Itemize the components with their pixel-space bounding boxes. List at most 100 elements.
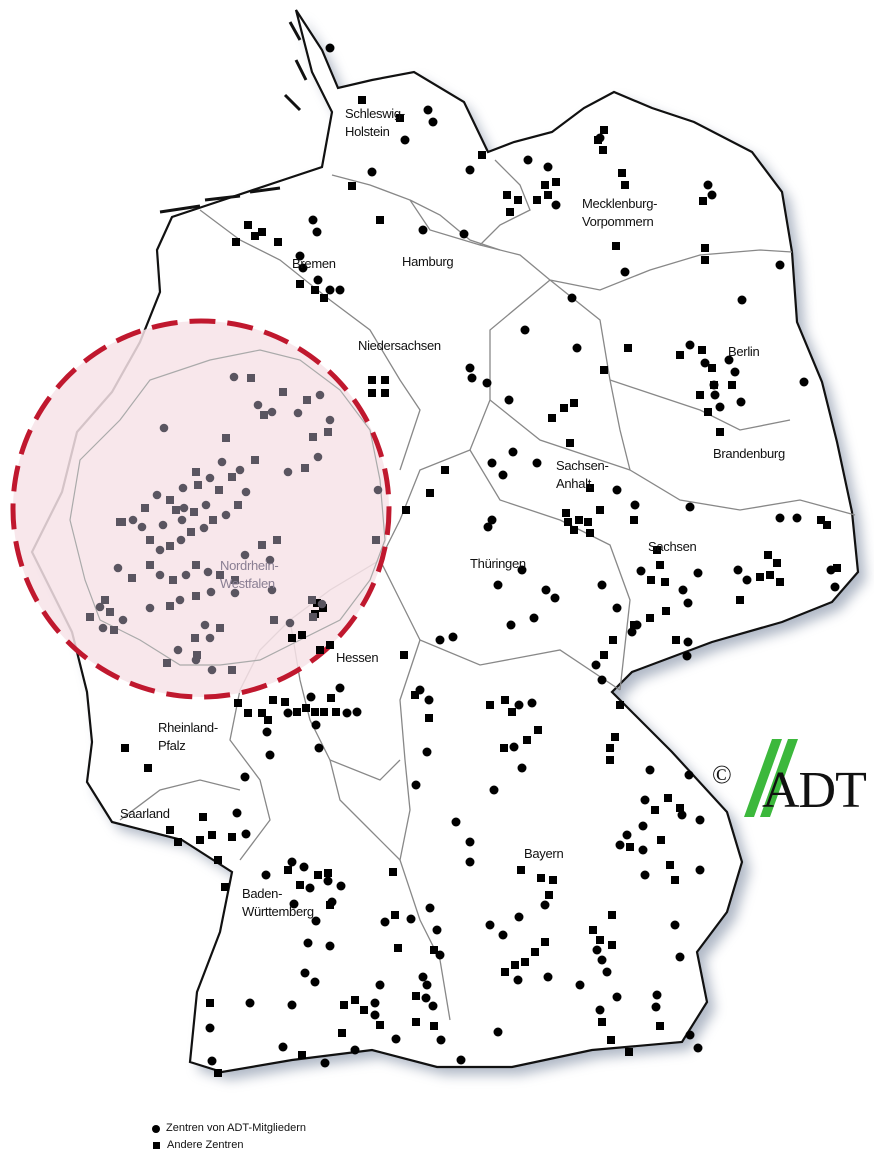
nrw-member-center-marker xyxy=(241,487,251,497)
other-center-marker xyxy=(298,1051,306,1059)
other-center-marker xyxy=(728,381,736,389)
other-center-marker xyxy=(296,280,304,288)
other-center-marker xyxy=(506,208,514,216)
member-center-marker xyxy=(391,1034,401,1044)
nrw-other-center-marker xyxy=(169,576,177,584)
other-center-marker xyxy=(552,178,560,186)
other-center-marker xyxy=(376,1021,384,1029)
other-center-marker xyxy=(511,961,519,969)
nrw-member-center-marker xyxy=(173,645,183,655)
member-center-marker xyxy=(459,229,469,239)
other-center-marker xyxy=(566,439,574,447)
member-center-marker xyxy=(465,165,475,175)
member-center-marker xyxy=(775,513,785,523)
member-center-marker xyxy=(306,692,316,702)
other-center-marker xyxy=(608,911,616,919)
region-label-line: Rheinland- xyxy=(158,720,218,735)
other-center-marker xyxy=(121,744,129,752)
region-label-line: Baden- xyxy=(242,886,282,901)
other-center-marker xyxy=(199,813,207,821)
member-center-marker xyxy=(305,883,315,893)
member-center-marker xyxy=(435,635,445,645)
member-center-marker xyxy=(350,1045,360,1055)
member-center-marker xyxy=(493,580,503,590)
nrw-member-center-marker xyxy=(199,523,209,533)
other-center-marker xyxy=(251,232,259,240)
highlight-circle xyxy=(10,318,392,700)
member-center-marker xyxy=(742,575,752,585)
member-center-marker xyxy=(543,972,553,982)
region-labels: Schleswig-HolsteinHamburgMecklenburg-Vor… xyxy=(120,106,785,919)
other-center-marker xyxy=(441,466,449,474)
other-center-marker xyxy=(606,756,614,764)
other-center-marker xyxy=(570,526,578,534)
nrw-other-center-marker xyxy=(216,624,224,632)
member-center-marker xyxy=(682,651,692,661)
other-center-marker xyxy=(664,794,672,802)
other-center-marker xyxy=(313,599,321,607)
region-label-sl: Saarland xyxy=(120,806,170,821)
member-center-marker xyxy=(325,43,335,53)
copyright-symbol: © xyxy=(712,760,732,789)
other-center-marker xyxy=(624,344,632,352)
other-center-marker xyxy=(586,529,594,537)
other-center-marker xyxy=(672,636,680,644)
nrw-other-center-marker xyxy=(309,433,317,441)
member-center-marker xyxy=(627,627,637,637)
member-center-marker xyxy=(487,515,497,525)
other-center-marker xyxy=(618,169,626,177)
member-center-marker xyxy=(493,1027,503,1037)
member-center-marker xyxy=(241,829,251,839)
member-center-marker xyxy=(645,765,655,775)
north-frisian-islands xyxy=(283,21,308,112)
member-center-marker xyxy=(325,285,335,295)
nrw-member-center-marker xyxy=(267,407,277,417)
other-center-marker xyxy=(281,698,289,706)
member-center-marker xyxy=(436,1035,446,1045)
member-center-marker xyxy=(693,568,703,578)
region-label-line: Niedersachsen xyxy=(358,338,441,353)
nrw-member-center-marker xyxy=(137,522,147,532)
nrw-other-center-marker xyxy=(163,659,171,667)
other-center-marker xyxy=(234,699,242,707)
member-center-marker xyxy=(465,857,475,867)
member-center-marker xyxy=(514,700,524,710)
member-center-marker xyxy=(684,770,694,780)
legend-other-centers: Andere Zentren xyxy=(152,1137,306,1154)
nrw-other-center-marker xyxy=(166,602,174,610)
other-center-marker xyxy=(657,836,665,844)
member-center-marker xyxy=(703,180,713,190)
other-center-marker xyxy=(264,716,272,724)
member-center-marker xyxy=(730,367,740,377)
other-center-marker xyxy=(544,191,552,199)
member-center-marker xyxy=(695,865,705,875)
other-center-marker xyxy=(228,833,236,841)
other-center-marker xyxy=(541,181,549,189)
region-label-ni: Niedersachsen xyxy=(358,338,441,353)
region-label-line: Anhalt xyxy=(556,476,592,491)
member-center-marker xyxy=(529,613,539,623)
other-center-marker xyxy=(376,216,384,224)
nrw-other-center-marker xyxy=(194,481,202,489)
other-center-marker xyxy=(311,286,319,294)
other-center-marker xyxy=(381,389,389,397)
other-center-marker xyxy=(486,701,494,709)
member-center-marker xyxy=(550,593,560,603)
member-center-marker xyxy=(612,485,622,495)
region-label-line: Sachsen xyxy=(648,539,697,554)
other-center-marker xyxy=(338,1029,346,1037)
member-center-marker xyxy=(451,817,461,827)
region-label-hb: Bremen xyxy=(292,256,336,271)
member-center-marker xyxy=(400,135,410,145)
member-center-marker xyxy=(467,373,477,383)
member-center-marker xyxy=(638,845,648,855)
other-center-marker xyxy=(621,181,629,189)
member-center-marker xyxy=(323,876,333,886)
member-center-marker xyxy=(483,522,493,532)
member-center-marker xyxy=(677,810,687,820)
other-center-marker xyxy=(258,228,266,236)
nrw-member-center-marker xyxy=(315,390,325,400)
nrw-other-center-marker xyxy=(190,508,198,516)
circle-marker-icon xyxy=(152,1124,160,1133)
nrw-other-center-marker xyxy=(141,504,149,512)
